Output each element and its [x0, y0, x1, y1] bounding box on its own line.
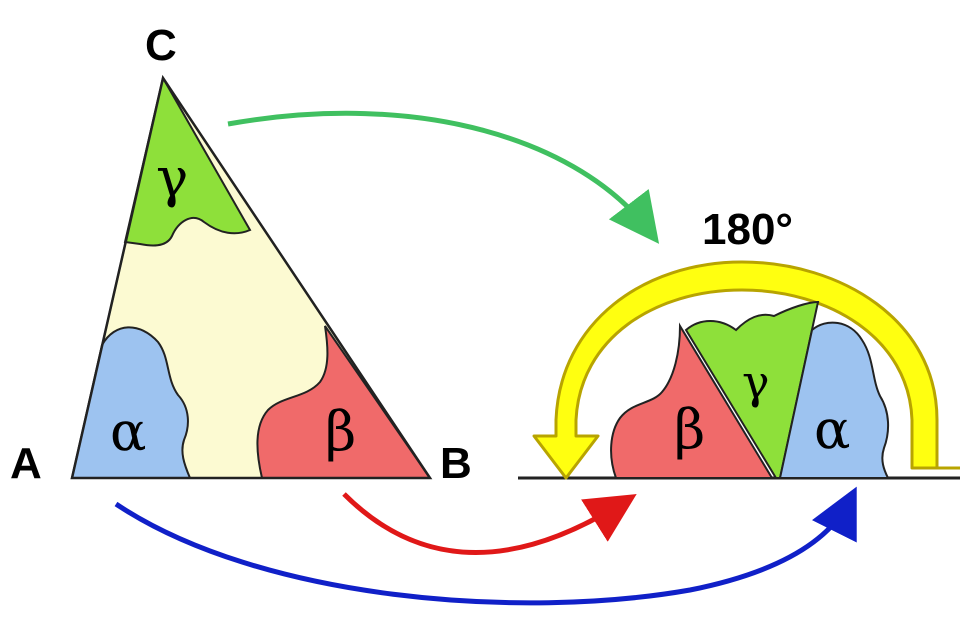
blue-arrow: [114, 486, 857, 606]
gamma-piece: [684, 300, 820, 479]
triangle-outline: [70, 74, 433, 480]
alpha-piece-label: α: [814, 398, 850, 461]
vertex-c-label: C: [145, 21, 177, 70]
alpha-piece: [778, 321, 890, 479]
alpha-region: [70, 326, 192, 479]
green-arrow: [227, 110, 660, 244]
gamma-label: γ: [156, 146, 188, 209]
gamma-piece-label: γ: [742, 355, 770, 409]
gamma-region: [123, 75, 252, 247]
vertex-b-label: B: [440, 439, 472, 488]
beta-piece: [610, 322, 774, 479]
alpha-label: α: [110, 400, 146, 463]
beta-region: [256, 325, 432, 479]
beta-label: β: [325, 400, 356, 463]
sum-180-label: 180°: [702, 205, 793, 254]
semicircle-arrow: [532, 260, 939, 480]
red-arrow: [342, 492, 637, 555]
beta-piece-label: β: [674, 398, 705, 461]
vertex-a-label: A: [10, 439, 42, 488]
